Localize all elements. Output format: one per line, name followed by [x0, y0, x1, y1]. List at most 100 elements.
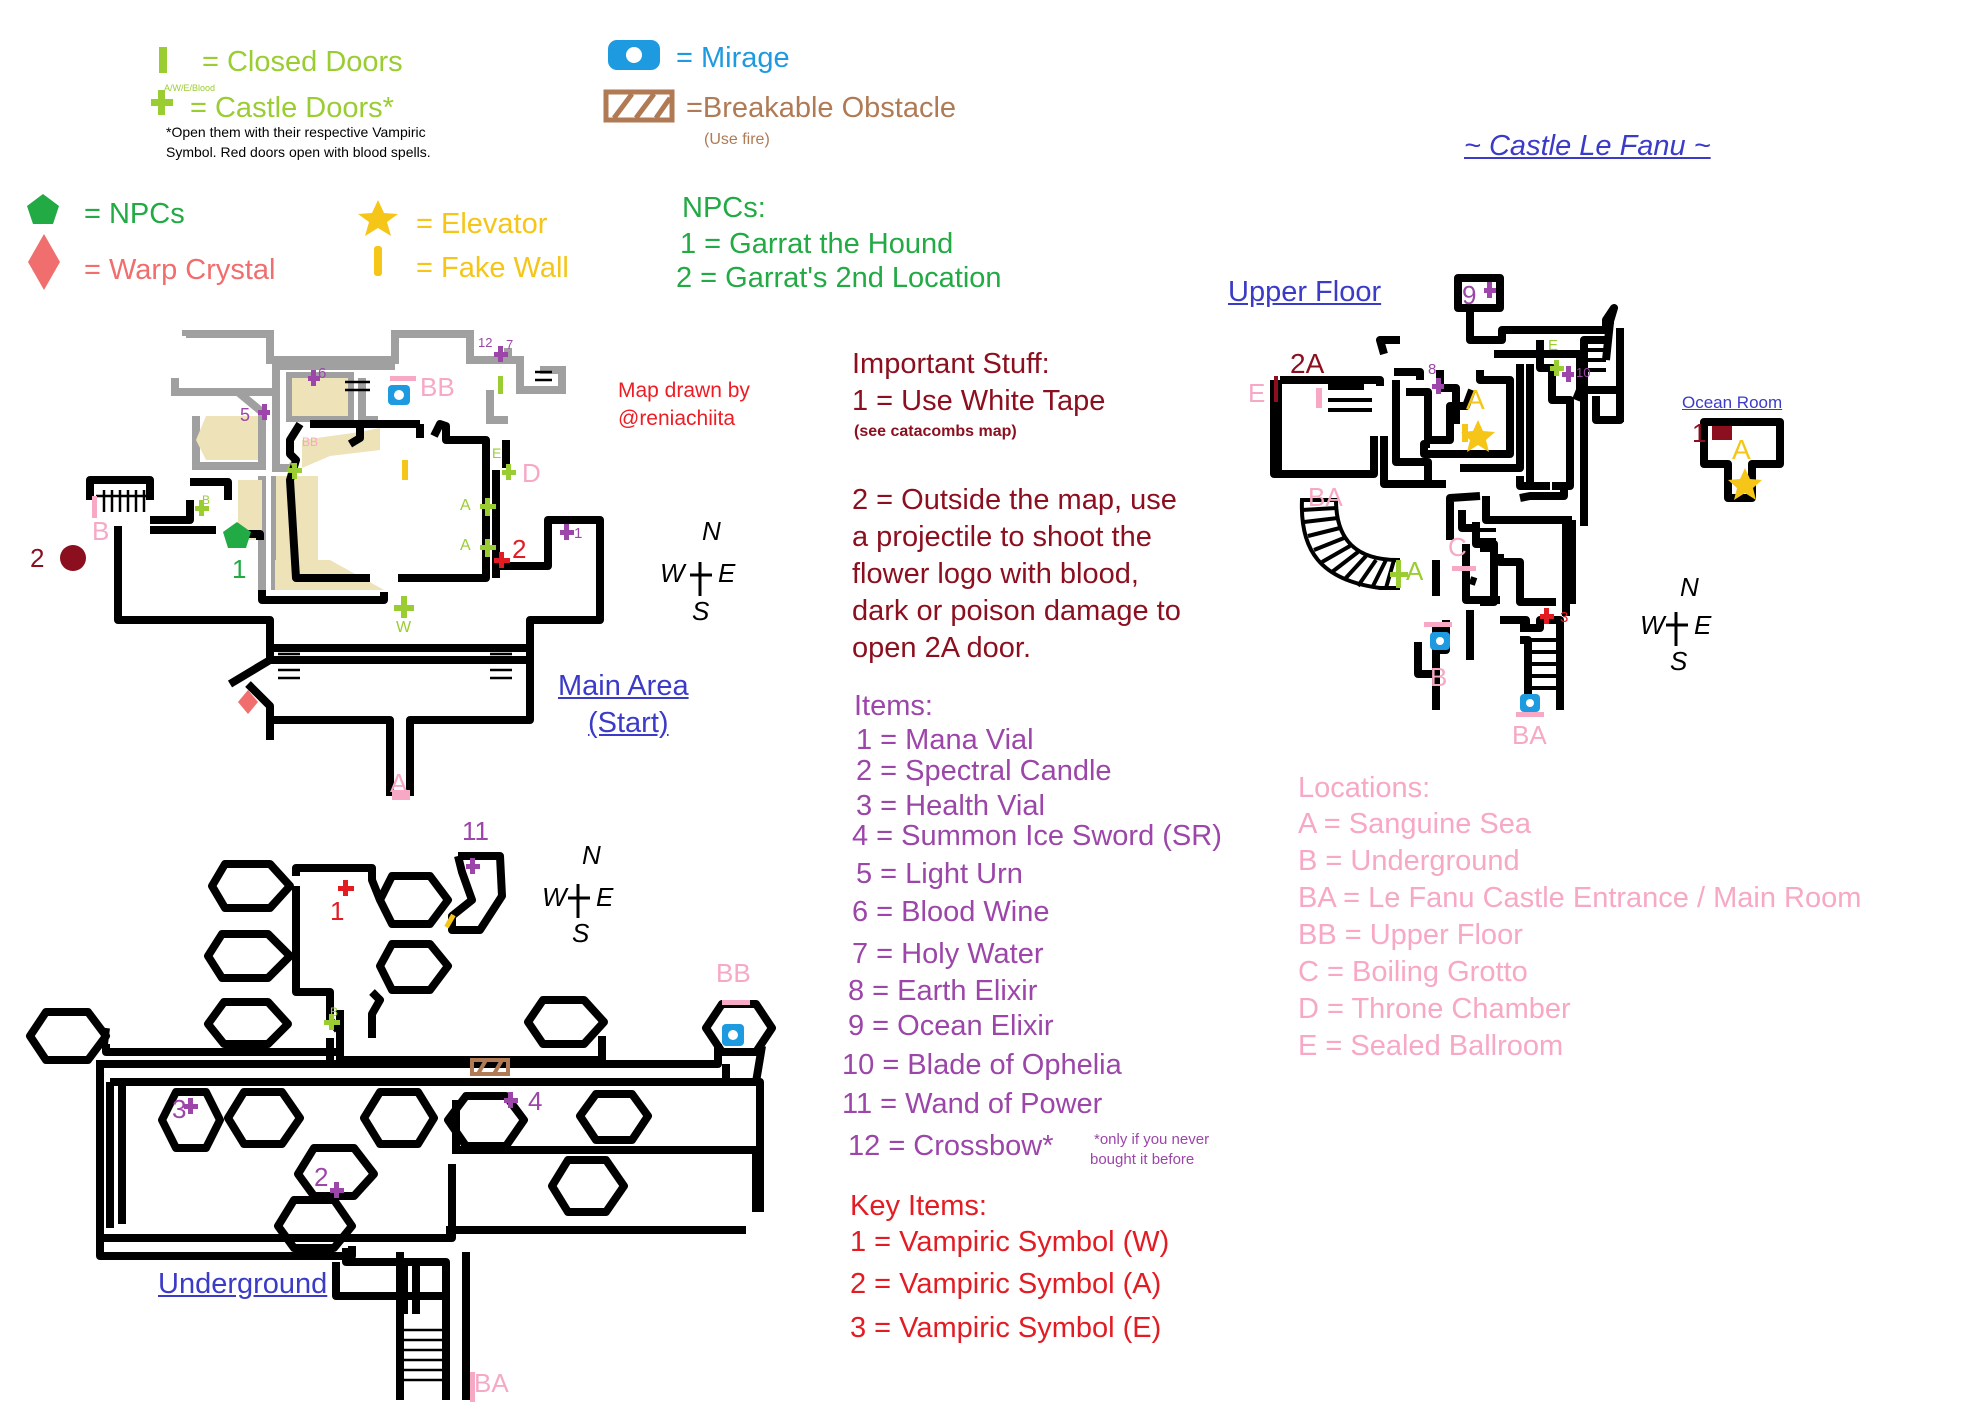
warp-crystal-label: = Warp Crystal [84, 254, 276, 286]
under-door-b: B [330, 1005, 339, 1019]
compass-upper-s: S [1670, 646, 1688, 676]
upper-floor-map [1270, 274, 1784, 710]
compass-upper [1666, 612, 1688, 646]
upper-item-10: 10 [1576, 365, 1591, 380]
warp-crystal-marker [238, 690, 258, 714]
main-area-start-link[interactable]: (Start) [588, 707, 669, 739]
fake-wall-legend-icon [374, 246, 382, 276]
important-item-2-line-3: flower logo with blood, [852, 558, 1139, 590]
under-item-11: 11 [462, 816, 489, 846]
main-door-b: B [202, 493, 211, 507]
upper-floor-link[interactable]: Upper Floor [1228, 276, 1382, 308]
under-label-bb: BB [716, 958, 751, 988]
compass-under-s: S [572, 918, 590, 948]
upper-key-3: 3 [1560, 609, 1569, 626]
crossbow-note-1: *only if you never [1094, 1131, 1210, 1148]
important-item-2-line-4: dark or poison damage to [852, 595, 1181, 627]
important-item-2-line-2: a projectile to shoot the [852, 521, 1152, 553]
npc-legend-icon [27, 194, 59, 224]
castle-doors-label: = Castle Doors* [190, 92, 394, 124]
upper-item-8: 8 [1428, 361, 1437, 378]
compass-upper-n: N [1680, 572, 1699, 602]
under-label-ba: BA [474, 1368, 509, 1398]
important-item-2-line-1: 2 = Outside the map, use [852, 484, 1177, 516]
compass-main-e: E [718, 558, 736, 588]
ocean-key-1: 1 [1692, 418, 1707, 448]
location-bb: BB = Upper Floor [1298, 919, 1523, 951]
map-title-link[interactable]: ~ Castle Le Fanu ~ [1464, 130, 1711, 162]
item-6: 6 = Blood Wine [852, 896, 1050, 928]
locations-heading: Locations: [1298, 772, 1431, 804]
obstacle-note: (Use fire) [704, 131, 770, 148]
main-door-a3: A [460, 537, 471, 554]
main-item-5: 5 [240, 405, 251, 425]
compass-main-s: S [692, 596, 710, 626]
important-item-2-line-5: open 2A door. [852, 632, 1031, 664]
npc-garrat-2nd-marker [60, 545, 86, 571]
under-item-2: 2 [314, 1162, 329, 1192]
location-e: E = Sealed Ballroom [1298, 1030, 1564, 1062]
upper-label-a: A [1466, 384, 1485, 415]
main-label-d: D [522, 458, 541, 488]
key-items-heading: Key Items: [850, 1190, 987, 1222]
main-area-link[interactable]: Main Area [558, 670, 689, 702]
compass-main-n: N [702, 516, 721, 546]
upper-door-a: A [1406, 556, 1424, 586]
main-door-a1: A [286, 459, 296, 475]
elevator-marker-ocean [1728, 468, 1762, 500]
fake-wall-label: = Fake Wall [416, 252, 569, 284]
compass-upper-w: W [1640, 610, 1665, 640]
under-item-4: 4 [528, 1086, 543, 1116]
main-label-b: B [92, 516, 110, 546]
compass-underground [568, 884, 590, 918]
main-label-bb-small: BB [302, 435, 319, 449]
important-item-1-note: (see catacombs map) [854, 423, 1017, 440]
upper-label-ba: BA [1308, 482, 1343, 512]
obstacle-label: =Breakable Obstacle [686, 92, 957, 124]
item-12: 12 = Crossbow* [848, 1130, 1054, 1162]
location-c: C = Boiling Grotto [1298, 956, 1528, 988]
item-5: 5 = Light Urn [856, 858, 1023, 890]
castle-door-legend-icon [151, 90, 173, 115]
npc-1: 1 = Garrat the Hound [680, 228, 954, 260]
item-7: 7 = Holy Water [852, 938, 1044, 970]
item-3: 3 = Health Vial [856, 790, 1045, 822]
item-10: 10 = Blade of Ophelia [842, 1049, 1122, 1081]
upper-label-c: C [1448, 532, 1467, 562]
ocean-room-link[interactable]: Ocean Room [1682, 393, 1783, 412]
obstacle-legend-icon [603, 89, 675, 123]
castle-doors-tag: A/W/E/Blood [164, 83, 216, 93]
underground-link[interactable]: Underground [158, 1268, 328, 1300]
main-item-12: 12 [478, 335, 493, 350]
main-label-a: A [390, 768, 408, 798]
elevator-legend-icon [358, 200, 398, 236]
item-8: 8 = Earth Elixir [848, 975, 1038, 1007]
main-label-bb: BB [420, 372, 455, 402]
warp-crystal-legend-icon [28, 234, 60, 290]
credit-line-2: @reniachiita [618, 407, 736, 430]
elevator-marker-upper [1461, 420, 1495, 452]
compass-under-e: E [596, 882, 614, 912]
key-item-2: 2 = Vampiric Symbol (A) [850, 1268, 1162, 1300]
compass-main [690, 562, 712, 596]
main-key-2: 2 [512, 534, 527, 564]
npc-garrat-marker [223, 522, 251, 548]
crossbow-note-2: bought it before [1090, 1151, 1195, 1168]
underground-map [26, 852, 776, 1400]
item-2: 2 = Spectral Candle [856, 755, 1112, 787]
upper-label-b: B [1430, 662, 1448, 692]
castle-doors-note-2: Symbol. Red doors open with blood spells… [166, 144, 431, 160]
mirage-legend-icon [608, 40, 660, 70]
main-area-map [60, 330, 604, 800]
upper-floor-details [1274, 282, 1762, 717]
upper-label-2a: 2A [1290, 348, 1325, 379]
credit-line-1: Map drawn by [618, 379, 750, 402]
castle-doors-note-1: *Open them with their respective Vampiri… [166, 124, 426, 140]
main-door-a2: A [460, 497, 471, 514]
important-item-1: 1 = Use White Tape [852, 385, 1106, 417]
closed-doors-label: = Closed Doors [202, 46, 403, 78]
ocean-label-a: A [1732, 434, 1751, 465]
under-key-1: 1 [330, 896, 345, 926]
main-npc-1: 1 [232, 554, 247, 584]
